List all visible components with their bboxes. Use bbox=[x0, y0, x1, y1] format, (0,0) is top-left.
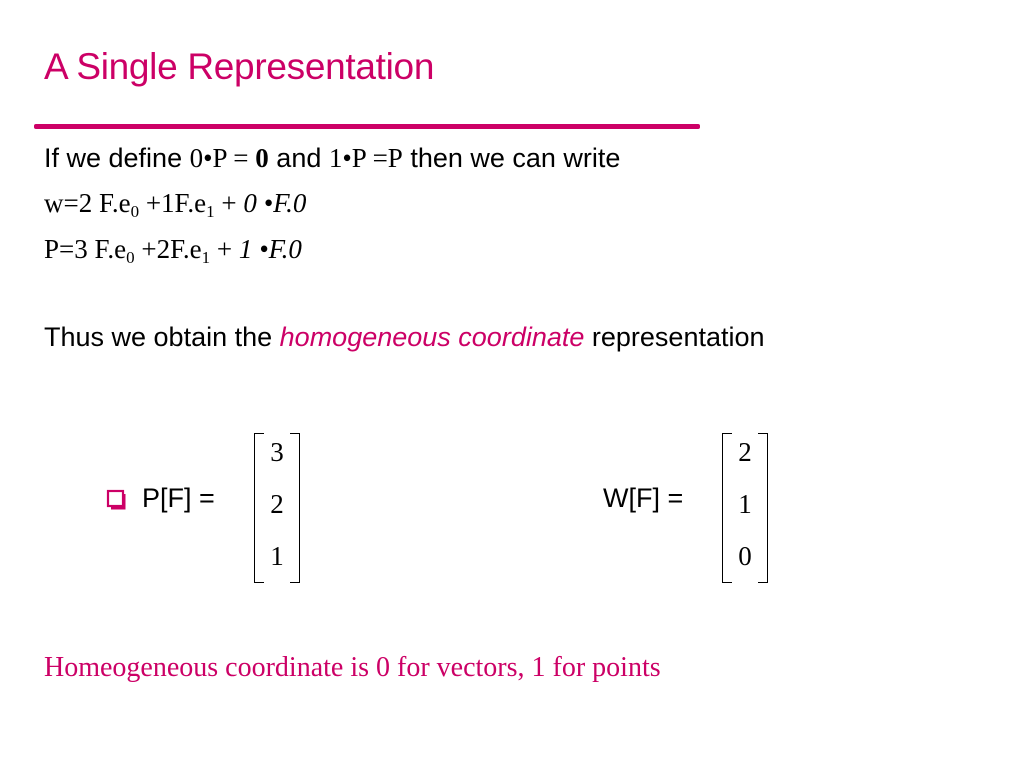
p-matrix-cell-1: 3 bbox=[270, 437, 284, 467]
w-matrix-left-bracket bbox=[722, 433, 732, 583]
p-eq-part-a: P=3 F.e bbox=[44, 234, 127, 264]
p-eq-sub-1: 0 bbox=[126, 248, 135, 267]
define-text-3: then we can write bbox=[402, 143, 621, 173]
define-text-2: and bbox=[268, 143, 329, 173]
p-matrix-cell-3: 1 bbox=[270, 541, 284, 571]
title-underline bbox=[34, 124, 700, 129]
w-matrix-cell-3: 0 bbox=[738, 541, 752, 571]
define-text-1: If we define bbox=[44, 143, 190, 173]
homogeneous-coordinate-term: homogeneous coordinate bbox=[279, 322, 585, 352]
define-expr-1-bold: 0 bbox=[255, 143, 269, 173]
p-eq-sub-2: 1 bbox=[201, 248, 211, 267]
thus-text-c: representation bbox=[584, 322, 765, 352]
w-matrix-label: W[F] = bbox=[603, 483, 684, 513]
p-eq-part-d: 1 •F.0 bbox=[238, 234, 302, 264]
p-equation: P=3 F.e0 +2F.e1 + 1 •F.0 bbox=[44, 234, 302, 267]
define-line: If we define 0•P = 0 and 1•P =P then we … bbox=[44, 143, 620, 174]
w-eq-part-a: w=2 F.e bbox=[44, 188, 131, 218]
define-expr-2: 1•P =P bbox=[328, 143, 403, 173]
hollow-square-bullet-icon bbox=[106, 489, 126, 510]
p-eq-part-b: +2F.e bbox=[134, 234, 202, 264]
w-eq-part-c: + bbox=[214, 188, 244, 218]
w-eq-part-b: +1F.e bbox=[139, 188, 207, 218]
w-eq-sub-1: 0 bbox=[130, 202, 140, 221]
p-matrix: 3 2 1 bbox=[254, 433, 300, 583]
thus-text-a: Thus we obtain the bbox=[44, 322, 280, 352]
p-eq-part-c: + bbox=[210, 234, 239, 264]
w-matrix: 2 1 0 bbox=[722, 433, 768, 583]
footer-note: Homeogeneous coordinate is 0 for vectors… bbox=[44, 652, 661, 683]
w-equation: w=2 F.e0 +1F.e1 + 0 •F.0 bbox=[44, 188, 307, 221]
w-eq-sub-2: 1 bbox=[206, 202, 215, 221]
define-expr-1: 0•P = bbox=[189, 143, 256, 173]
w-eq-part-d: 0 •F.0 bbox=[243, 188, 307, 218]
p-matrix-left-bracket bbox=[254, 433, 264, 583]
p-matrix-cell-2: 2 bbox=[270, 489, 284, 519]
thus-line: Thus we obtain the homogeneous coordinat… bbox=[44, 322, 765, 353]
p-matrix-right-bracket bbox=[290, 433, 300, 583]
w-matrix-right-bracket bbox=[758, 433, 768, 583]
p-matrix-label: P[F] = bbox=[142, 483, 215, 513]
w-matrix-cell-2: 1 bbox=[738, 489, 752, 519]
slide-title: A Single Representation bbox=[44, 46, 435, 87]
w-matrix-cell-1: 2 bbox=[738, 437, 752, 467]
